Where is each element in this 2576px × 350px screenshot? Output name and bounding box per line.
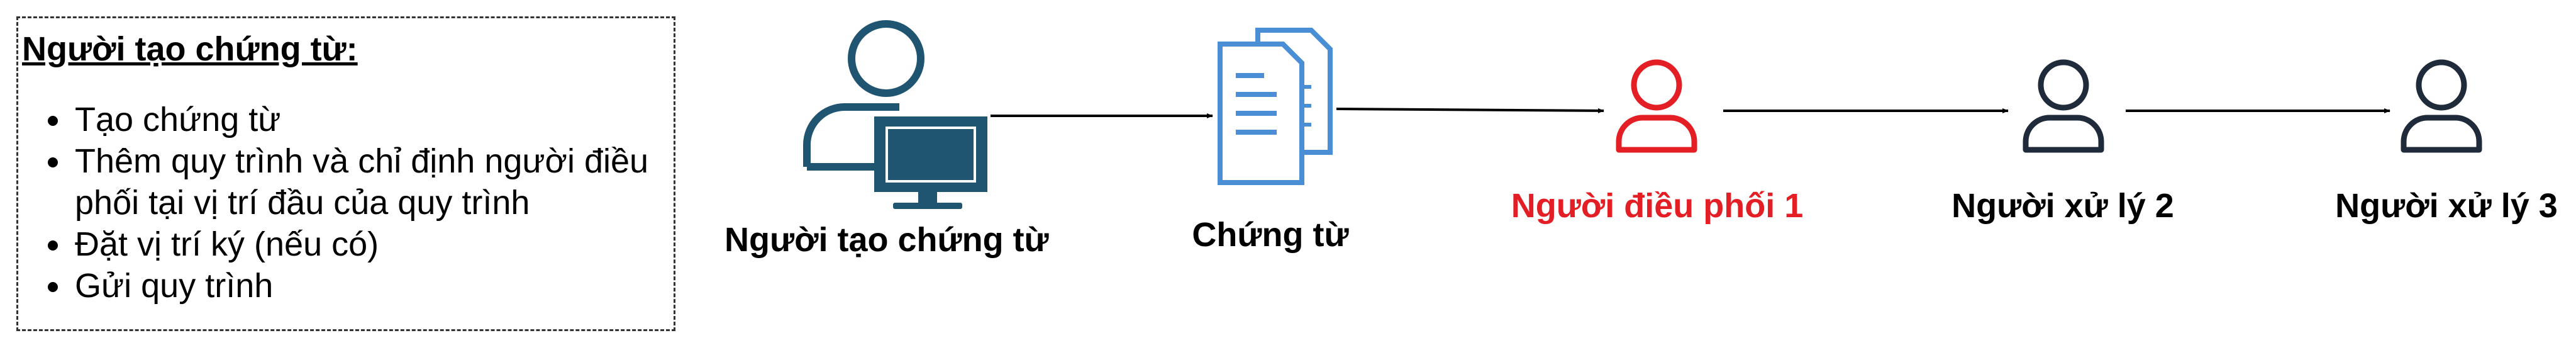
handler-2-label: Người xử lý 2 [1951,187,2174,225]
creator-notes-box: Người tạo chứng từ: Tạo chứng từ Thêm qu… [16,16,675,331]
documents-icon [1218,28,1333,185]
arrow-document-to-coordinator [1336,108,1604,113]
notes-item-create-document: Tạo chứng từ [72,99,670,140]
handler-3-label: Người xử lý 3 [2335,187,2558,225]
handler-2-user-icon [2023,59,2104,153]
notes-item-add-workflow: Thêm quy trình và chỉ định người điều ph… [72,140,670,223]
notes-item-send-workflow: Gửi quy trình [72,265,670,307]
notes-item-set-signature: Đặt vị trí ký (nếu có) [72,223,670,265]
person-at-computer-icon [803,20,987,209]
coordinator-user-icon [1616,59,1697,153]
coordinator-label: Người điều phối 1 [1511,187,1804,225]
notes-title: Người tạo chứng từ: [22,30,358,68]
notes-list: Tạo chứng từ Thêm quy trình và chỉ định … [22,99,670,307]
creator-label: Người tạo chứng từ [724,221,1049,259]
handler-3-user-icon [2401,59,2482,153]
document-label: Chứng từ [1192,216,1349,254]
